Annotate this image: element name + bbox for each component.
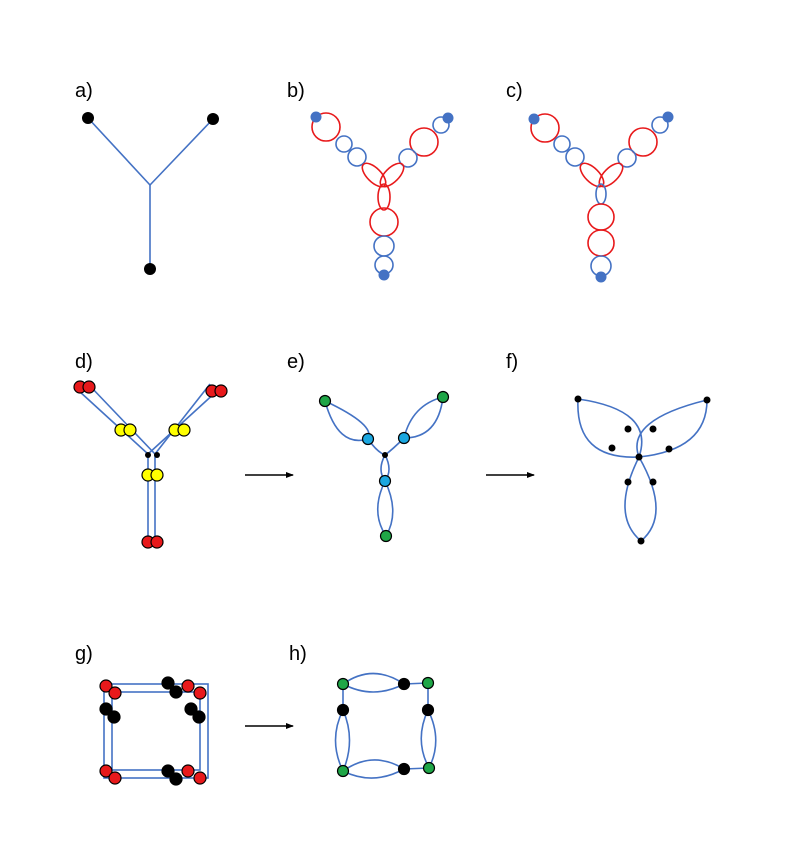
blue-loop	[565, 147, 585, 167]
blue-loop	[398, 148, 418, 168]
panel-a: a)	[75, 80, 219, 275]
yellow-node	[123, 423, 137, 437]
red-loop	[361, 162, 387, 188]
panel-c: c)	[506, 80, 674, 283]
leaf-node	[144, 263, 156, 275]
panel-label-f: f)	[506, 351, 518, 373]
black-node	[421, 703, 435, 717]
red-loop	[587, 229, 615, 257]
cyan-node	[361, 432, 375, 446]
cyan-node	[397, 431, 411, 445]
blue-loop	[617, 148, 637, 168]
black-node	[397, 677, 411, 691]
black-node	[161, 676, 175, 690]
black-node	[184, 702, 198, 716]
red-loop	[579, 162, 605, 188]
red-loop	[598, 162, 624, 188]
red-node	[82, 380, 96, 394]
black-node	[336, 703, 350, 717]
green-node	[422, 761, 436, 775]
endpoint-node	[662, 111, 674, 123]
green-node	[421, 676, 435, 690]
red-node	[181, 679, 195, 693]
junction-node	[154, 452, 160, 458]
panel-d: d)	[73, 351, 228, 549]
red-node	[108, 686, 122, 700]
blue-loop	[335, 135, 353, 153]
red-node	[193, 771, 207, 785]
red-loop	[377, 183, 391, 211]
endpoint-node	[310, 111, 322, 123]
green-node	[336, 764, 350, 778]
loop-graph	[324, 396, 444, 537]
junction-node	[382, 452, 388, 458]
leaf-node	[82, 112, 94, 124]
red-node	[99, 679, 113, 693]
double-line-tree	[78, 383, 218, 542]
red-loop	[587, 203, 615, 231]
leaf-node	[207, 113, 219, 125]
green-node	[336, 677, 350, 691]
panel-b: b)	[287, 80, 454, 281]
black-node	[107, 710, 121, 724]
panel-label-d: d)	[75, 351, 93, 373]
black-node	[169, 772, 183, 786]
red-node	[193, 686, 207, 700]
red-node	[181, 764, 195, 778]
blue-loop	[373, 235, 395, 257]
red-loop	[369, 207, 399, 237]
tree-edges	[87, 117, 214, 269]
junction-node	[145, 452, 151, 458]
red-node	[150, 535, 164, 549]
green-node	[379, 529, 393, 543]
lens-square	[334, 672, 437, 779]
black-node	[192, 710, 206, 724]
red-loop	[311, 112, 341, 142]
panel-label-h: h)	[289, 643, 307, 665]
red-loop	[530, 113, 560, 143]
blue-loop	[347, 147, 367, 167]
black-node	[99, 702, 113, 716]
black-node	[169, 685, 183, 699]
black-node	[161, 764, 175, 778]
black-node	[397, 762, 411, 776]
green-node	[436, 390, 450, 404]
endpoint-node	[528, 113, 540, 125]
endpoint-node	[442, 112, 454, 124]
panel-label-g: g)	[75, 643, 93, 665]
petal-nodes	[574, 395, 711, 545]
panel-label-e: e)	[287, 351, 305, 373]
panel-h: h)	[289, 643, 437, 779]
endpoint-node	[595, 271, 607, 283]
red-loop	[628, 127, 658, 157]
double-square	[103, 683, 209, 779]
blue-loop	[651, 116, 669, 134]
petal-graph	[577, 398, 708, 542]
blue-loop	[553, 135, 571, 153]
panel-label-b: b)	[287, 80, 305, 102]
panel-label-c: c)	[506, 80, 523, 102]
blue-loop	[432, 116, 450, 134]
red-node	[108, 771, 122, 785]
panel-g: g)	[75, 643, 209, 786]
endpoint-node	[378, 269, 390, 281]
panel-e: e)	[287, 351, 450, 543]
red-node	[99, 764, 113, 778]
panel-label-a: a)	[75, 80, 93, 102]
green-node	[318, 394, 332, 408]
panel-f: f)	[506, 351, 711, 545]
red-loop	[409, 127, 439, 157]
yellow-node	[150, 468, 164, 482]
cyan-node	[378, 474, 392, 488]
red-node	[214, 384, 228, 398]
yellow-node	[177, 423, 191, 437]
